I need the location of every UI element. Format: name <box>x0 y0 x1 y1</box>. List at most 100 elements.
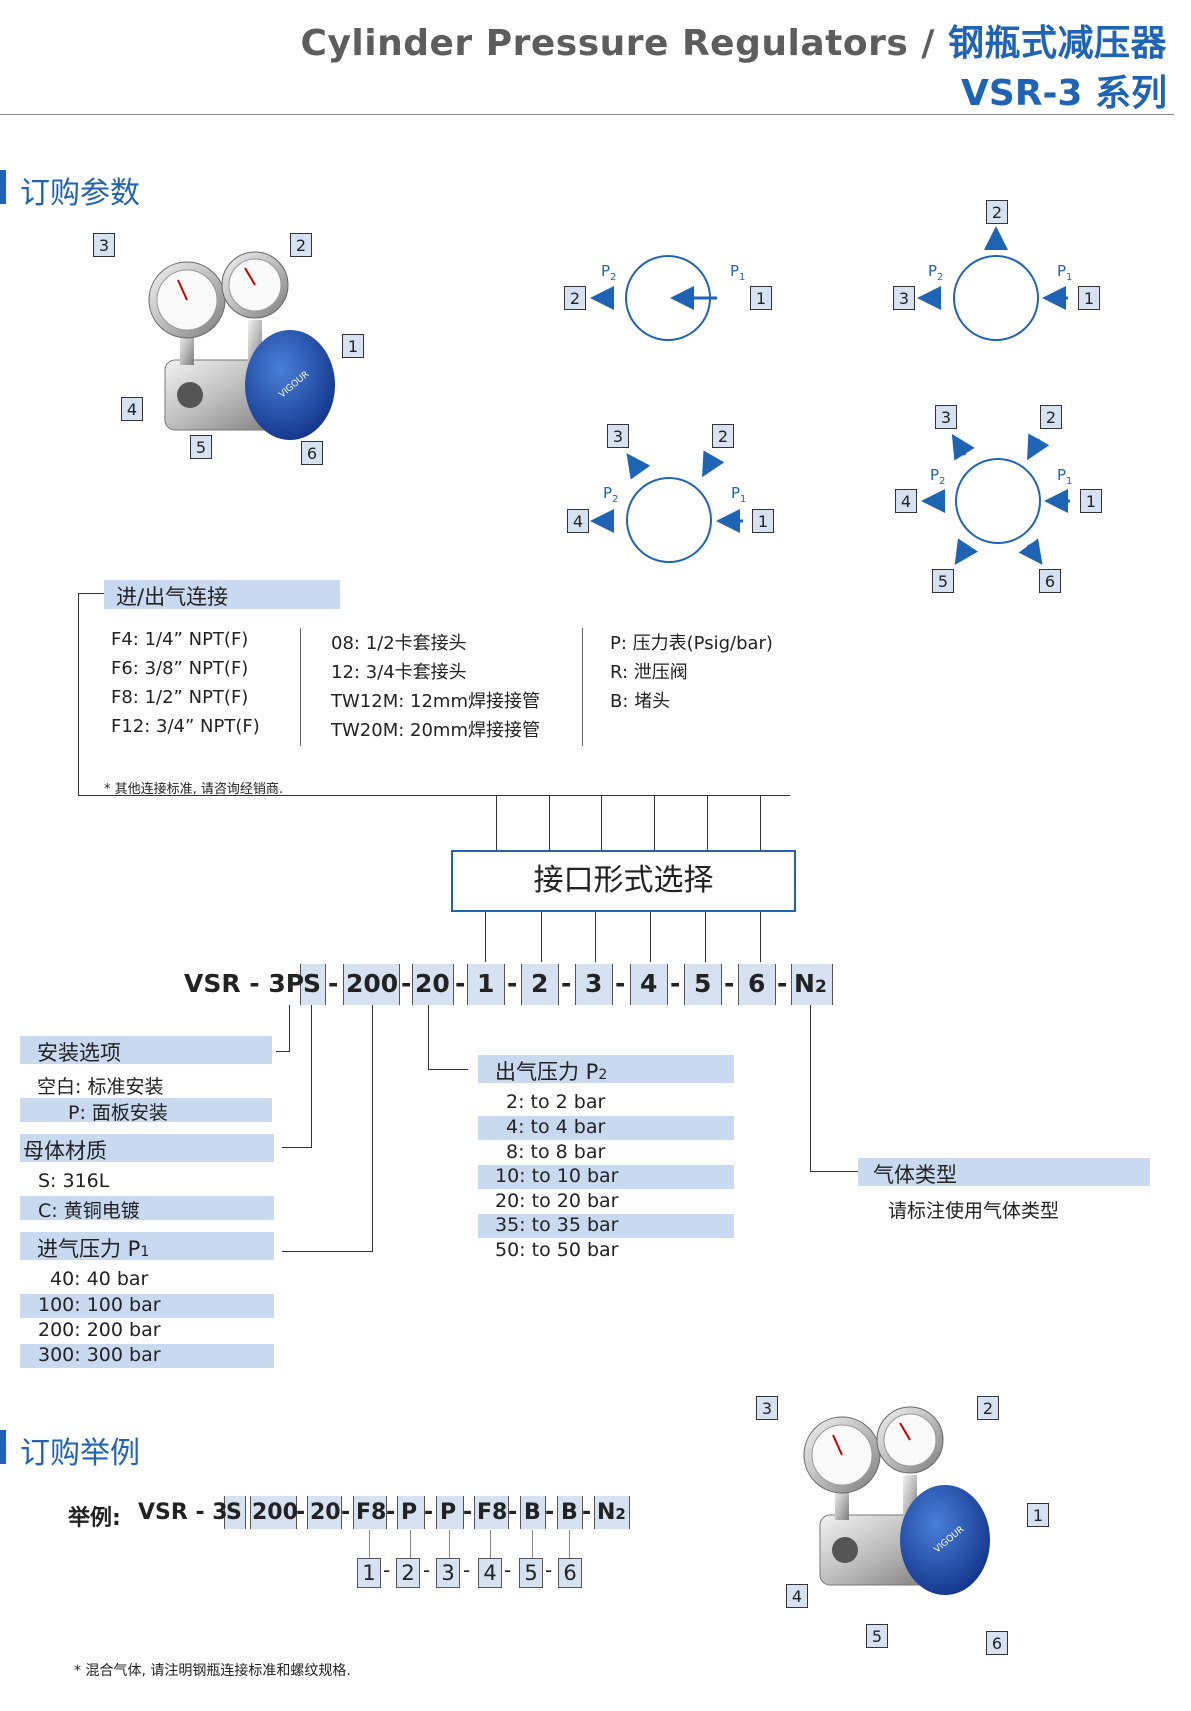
outlet-row-bar-3 <box>478 1165 734 1189</box>
diagram-a-port-1: 1 <box>750 286 772 310</box>
example-box-port-1 <box>353 1496 387 1529</box>
select-line-top-2 <box>549 795 550 850</box>
connection-accessory-0: P: 压力表(Psig/bar) <box>610 633 773 654</box>
connection-npt-2: F8: 1/2” NPT(F) <box>111 687 249 708</box>
example-index-4: 4 <box>478 1558 502 1588</box>
example-box-gas <box>594 1496 630 1529</box>
outlet-option-2: 8: to 8 bar <box>506 1141 606 1163</box>
footnote: * 混合气体, 请注明钢瓶连接标准和螺纹规格. <box>74 1663 351 1679</box>
example-label: 举例: <box>68 1506 121 1531</box>
outlet-row-bar-5 <box>478 1214 734 1238</box>
inlet-option-3: 300: 300 bar <box>38 1344 161 1366</box>
leader-material-h <box>282 1147 312 1148</box>
regulator-circle-d <box>955 458 1041 544</box>
section-title-ordering: 订购参数 <box>20 176 140 211</box>
series-title: VSR-3 系列 <box>960 73 1167 114</box>
diagram-a-p2-label: P2 <box>601 262 617 283</box>
port-select-box: 接口形式选择 <box>451 850 796 912</box>
outlet-title: 出气压力 P2 <box>495 1060 608 1084</box>
connection-fitting-2: TW12M: 12mm焊接接管 <box>331 691 540 712</box>
select-line-top-6 <box>760 795 761 850</box>
leader-inlet-v <box>372 1005 373 1251</box>
code-port-2: 2 <box>531 969 549 998</box>
connection-title: 进/出气连接 <box>116 585 229 609</box>
example-s: S <box>226 1500 242 1525</box>
example-index-3: 3 <box>436 1558 460 1588</box>
diagram-b-p2-label: P2 <box>928 262 944 283</box>
select-line-top-5 <box>707 795 708 850</box>
diagram-c-port-1: 1 <box>752 509 774 533</box>
leader-install-v <box>289 1005 290 1051</box>
code-dash: - <box>777 969 788 998</box>
example-p1: 200 <box>252 1500 298 1525</box>
header-divider <box>0 114 1174 115</box>
material-title-bar <box>20 1134 274 1162</box>
example-port-6: B <box>561 1500 578 1525</box>
example-port-1: F8 <box>356 1500 387 1525</box>
example-index-line-3 <box>449 1530 450 1558</box>
code-dash: - <box>401 969 412 998</box>
outlet-title-bar <box>478 1055 734 1083</box>
select-line-bottom-1 <box>485 912 486 962</box>
code-box-1 <box>467 964 505 1005</box>
port-number-5: 5 <box>190 435 212 459</box>
outlet-row-bar-1 <box>478 1116 734 1140</box>
diagram-b-port-3: 3 <box>893 286 915 310</box>
example-dash: - <box>463 1500 473 1525</box>
example-dash: - <box>582 1500 592 1525</box>
inlet-option-1: 100: 100 bar <box>38 1294 161 1316</box>
example-box-port-6 <box>557 1496 583 1529</box>
diagram-c-port-4: 4 <box>567 509 589 533</box>
select-line-bottom-6 <box>760 912 761 962</box>
code-box-2 <box>521 964 559 1005</box>
diagram-c-p2-label: P2 <box>603 484 619 505</box>
connection-bracket-bottom <box>78 795 790 796</box>
example-dash: - <box>386 1500 396 1525</box>
example-dash: - <box>545 1500 555 1525</box>
code-box-3 <box>575 964 613 1005</box>
diagram-d-port-2: 2 <box>1040 405 1062 429</box>
material-option-1: C: 黄铜电镀 <box>38 1200 140 1222</box>
code-dash: - <box>670 969 681 998</box>
example-index-line-1 <box>369 1530 370 1558</box>
material-row-bar <box>20 1196 274 1220</box>
leader-material-v <box>311 1005 312 1147</box>
example-box-s <box>224 1496 246 1529</box>
outlet-option-5: 35: to 35 bar <box>495 1214 619 1236</box>
diagram-d-port-5: 5 <box>932 569 954 593</box>
example-port-3: P <box>440 1500 457 1525</box>
diagram-c-p1-label: P1 <box>731 484 747 505</box>
section-title-example: 订购举例 <box>20 1436 140 1471</box>
connection-note: * 其他连接标准, 请咨询经销商. <box>104 782 284 797</box>
outlet-option-4: 20: to 20 bar <box>495 1190 619 1212</box>
diagram-d-port-3: 3 <box>935 405 957 429</box>
example-port-number-3: 3 <box>756 1396 778 1420</box>
regulator-circle-c <box>626 477 712 563</box>
code-box-n2 <box>791 964 833 1005</box>
diagram-d-p1-label: P1 <box>1057 466 1073 487</box>
diagram-a-p1-label: P1 <box>730 262 746 283</box>
example-index-line-6 <box>569 1530 570 1558</box>
regulator-photo-example: VIGOUR <box>803 1406 990 1595</box>
install-row-bar <box>20 1098 272 1122</box>
regulator-circle-a <box>625 255 711 341</box>
code-dash: - <box>328 969 339 998</box>
connection-col-divider-1 <box>300 628 301 746</box>
example-index-dash: - <box>463 1558 471 1582</box>
select-line-top-3 <box>601 795 602 850</box>
outlet-option-0: 2: to 2 bar <box>506 1091 606 1113</box>
code-port-5: 5 <box>694 969 712 998</box>
regulator-circle-b <box>953 255 1039 341</box>
material-title: 母体材质 <box>23 1139 107 1163</box>
inlet-title-bar <box>20 1232 274 1260</box>
code-dash: - <box>561 969 572 998</box>
code-p1: 200 <box>346 969 399 998</box>
example-box-port-5 <box>520 1496 546 1529</box>
example-port-number-5: 5 <box>866 1624 888 1648</box>
inlet-option-2: 200: 200 bar <box>38 1319 161 1341</box>
diagram-b-p1-label: P1 <box>1057 262 1073 283</box>
example-port-5: B <box>524 1500 541 1525</box>
code-p2: 20 <box>415 969 450 998</box>
code-dash: - <box>507 969 518 998</box>
code-port-1: 1 <box>477 969 495 998</box>
